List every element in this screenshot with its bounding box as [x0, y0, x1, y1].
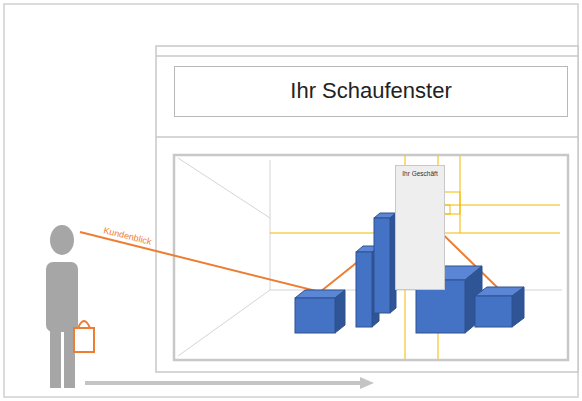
outer-frame — [4, 4, 578, 397]
guide-lines — [270, 156, 560, 359]
shopping-bag — [74, 321, 94, 352]
sign-text: Ihr Schaufenster — [290, 78, 451, 104]
sign-box: Ihr Schaufenster — [174, 66, 568, 117]
window-pane — [174, 155, 568, 360]
perspective-lines — [178, 158, 562, 356]
shop-label: Ihr Geschäft — [402, 170, 437, 178]
shop-front-line — [156, 55, 578, 57]
shop-box: Ihr Geschäft — [395, 165, 445, 290]
customer-figure — [46, 225, 78, 388]
shop-front-line — [156, 136, 578, 138]
walk-arrow — [85, 377, 374, 389]
shop-front — [156, 46, 578, 372]
